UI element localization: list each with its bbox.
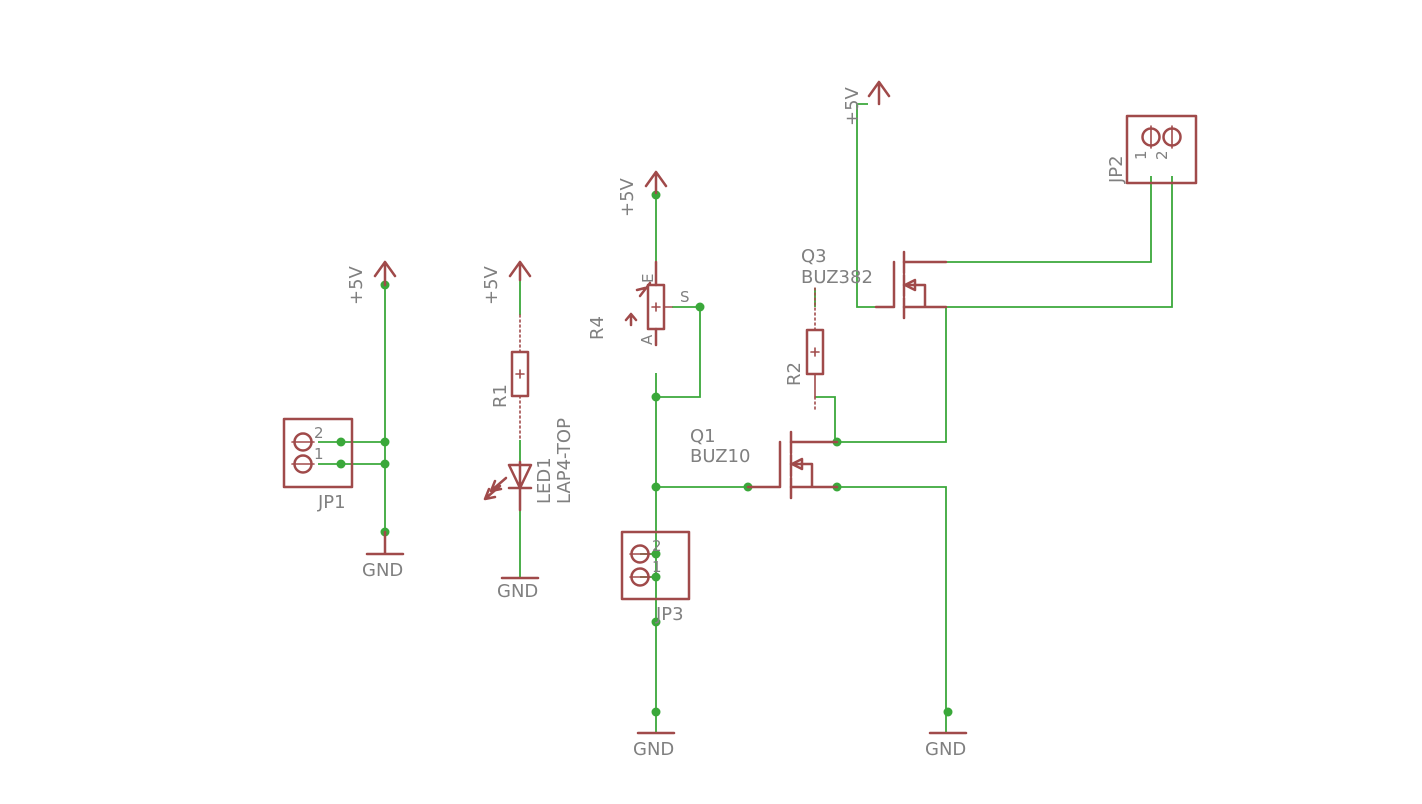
jp1-pin-1-label: 1	[314, 445, 324, 463]
wire-q3-supply	[856, 103, 876, 308]
r4-pin-e-label: E	[639, 274, 657, 283]
ground-label: GND	[497, 581, 538, 602]
jp1-ref: JP1	[317, 492, 346, 513]
junction-dot	[651, 190, 661, 200]
led1-value: LAP4-TOP	[554, 418, 575, 504]
ground-label: GND	[925, 739, 966, 760]
ground-jp1: GND	[362, 530, 405, 581]
junction-dot	[380, 437, 390, 447]
jp2-pin-1-label: 1	[1132, 150, 1150, 160]
junction-dot	[651, 549, 661, 559]
jp3-ref: JP3	[655, 604, 684, 625]
supply-jp1: +5V	[346, 260, 397, 305]
r4-ref: R4	[587, 316, 608, 340]
r4-pin-s-label: S	[680, 288, 690, 306]
resistor-r1: R1	[490, 314, 530, 441]
led1-ref: LED1	[534, 457, 555, 504]
junction-dot	[336, 459, 346, 469]
ground-q1: GND	[925, 731, 968, 760]
jp2-ref: JP2	[1106, 155, 1127, 184]
junction-dot	[651, 617, 661, 627]
jp2-pin-2-label: 2	[1153, 150, 1171, 160]
q3-value: BUZ382	[801, 267, 873, 288]
supply-label: +5V	[617, 177, 638, 217]
supply-q3: +5V	[842, 80, 891, 126]
connector-jp1: 2 1 JP1	[282, 417, 354, 513]
mosfet-q1: Q1 BUZ10	[690, 426, 839, 500]
wire-q3-drain	[946, 176, 1152, 263]
supply-pot: +5V	[617, 170, 668, 217]
junction-dot	[651, 707, 661, 717]
junction-dot	[943, 707, 953, 717]
q1-value: BUZ10	[690, 446, 750, 467]
potentiometer-r4: E S A R4	[587, 260, 690, 347]
mosfet-q3: Q3 BUZ382	[801, 246, 948, 320]
supply-label: +5V	[481, 265, 502, 305]
wire-r2-q1-drain	[815, 396, 836, 442]
jp3-pin-2-label: 2	[652, 537, 662, 555]
wire-q3-source-q1-drain	[837, 307, 947, 443]
jp3-pin-1-label: 1	[652, 558, 662, 576]
q3-ref: Q3	[801, 246, 827, 267]
junction-dot	[651, 482, 661, 492]
ground-pot: GND	[633, 731, 676, 760]
wires	[318, 103, 1173, 733]
junction-dot	[695, 302, 705, 312]
junctions	[336, 190, 953, 717]
r2-ref: R2	[784, 362, 805, 386]
junction-dot	[651, 572, 661, 582]
wire-q3-source	[946, 176, 1173, 308]
resistor-r2: R2	[784, 287, 825, 413]
r1-ref: R1	[490, 384, 511, 408]
wire-q1-source-gnd	[837, 486, 947, 733]
ground-label: GND	[633, 739, 674, 760]
junction-dot	[380, 459, 390, 469]
supply-led: +5V	[481, 260, 532, 305]
supply-label: +5V	[842, 86, 863, 126]
connector-jp2: 1 2 JP2	[1106, 114, 1198, 185]
ground-led: GND	[497, 576, 540, 602]
led-led1: LED1 LAP4-TOP	[483, 418, 575, 512]
junction-dot	[651, 392, 661, 402]
r4-pin-a-label: A	[638, 334, 656, 345]
junction-dot	[336, 437, 346, 447]
wire-pot-wiper	[656, 306, 701, 398]
jp1-pin-2-label: 2	[314, 424, 324, 442]
supply-label: +5V	[346, 265, 367, 305]
connector-jp3: 2 1 JP3	[620, 530, 691, 625]
ground-label: GND	[362, 560, 403, 581]
q1-ref: Q1	[690, 426, 716, 447]
